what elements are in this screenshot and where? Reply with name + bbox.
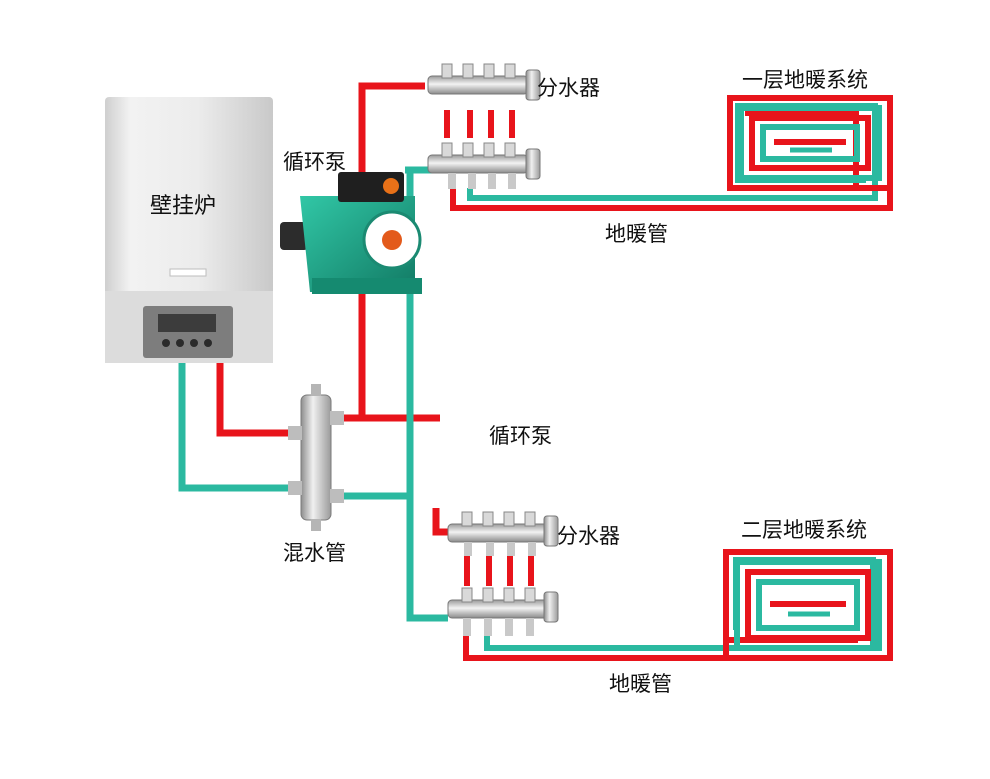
manifold-bottom-supply <box>447 511 559 556</box>
supply-pipe <box>358 82 425 418</box>
manifold-top-return <box>427 142 541 189</box>
floor-pipe-label-top: 地暖管 <box>605 222 668 246</box>
boiler-knob <box>204 339 212 347</box>
return-pipe <box>406 170 448 622</box>
boiler-knob <box>176 339 184 347</box>
circulation-pump <box>280 172 422 294</box>
return-pipe <box>178 363 300 492</box>
boiler-indicator-slot <box>169 268 207 277</box>
floor1-coil <box>727 95 893 191</box>
mixing-pipe-label: 混水管 <box>283 541 346 565</box>
boiler-knob <box>162 339 170 347</box>
floor-pipe-label-bottom: 地暖管 <box>609 672 672 696</box>
floor1-system-label: 一层地暖系统 <box>742 68 868 92</box>
boiler-display <box>158 314 216 332</box>
boiler-knob <box>190 339 198 347</box>
pump-label-top: 循环泵 <box>283 150 346 174</box>
manifold-label-top: 分水器 <box>537 76 600 100</box>
wall-boiler <box>105 97 273 363</box>
floor2-system-label: 二层地暖系统 <box>741 518 867 542</box>
pump-label-middle: 循环泵 <box>489 424 552 448</box>
mixing-pipe <box>288 384 344 531</box>
supply-pipe <box>432 508 448 536</box>
manifold-bottom-return <box>447 587 559 636</box>
manifold-label-bottom: 分水器 <box>557 524 620 548</box>
supply-pipe <box>216 363 300 437</box>
boiler-label: 壁挂炉 <box>150 194 217 219</box>
floor2-coil <box>723 549 893 661</box>
supply-loop-pipe <box>450 95 893 211</box>
manifold-top-supply <box>427 63 541 101</box>
